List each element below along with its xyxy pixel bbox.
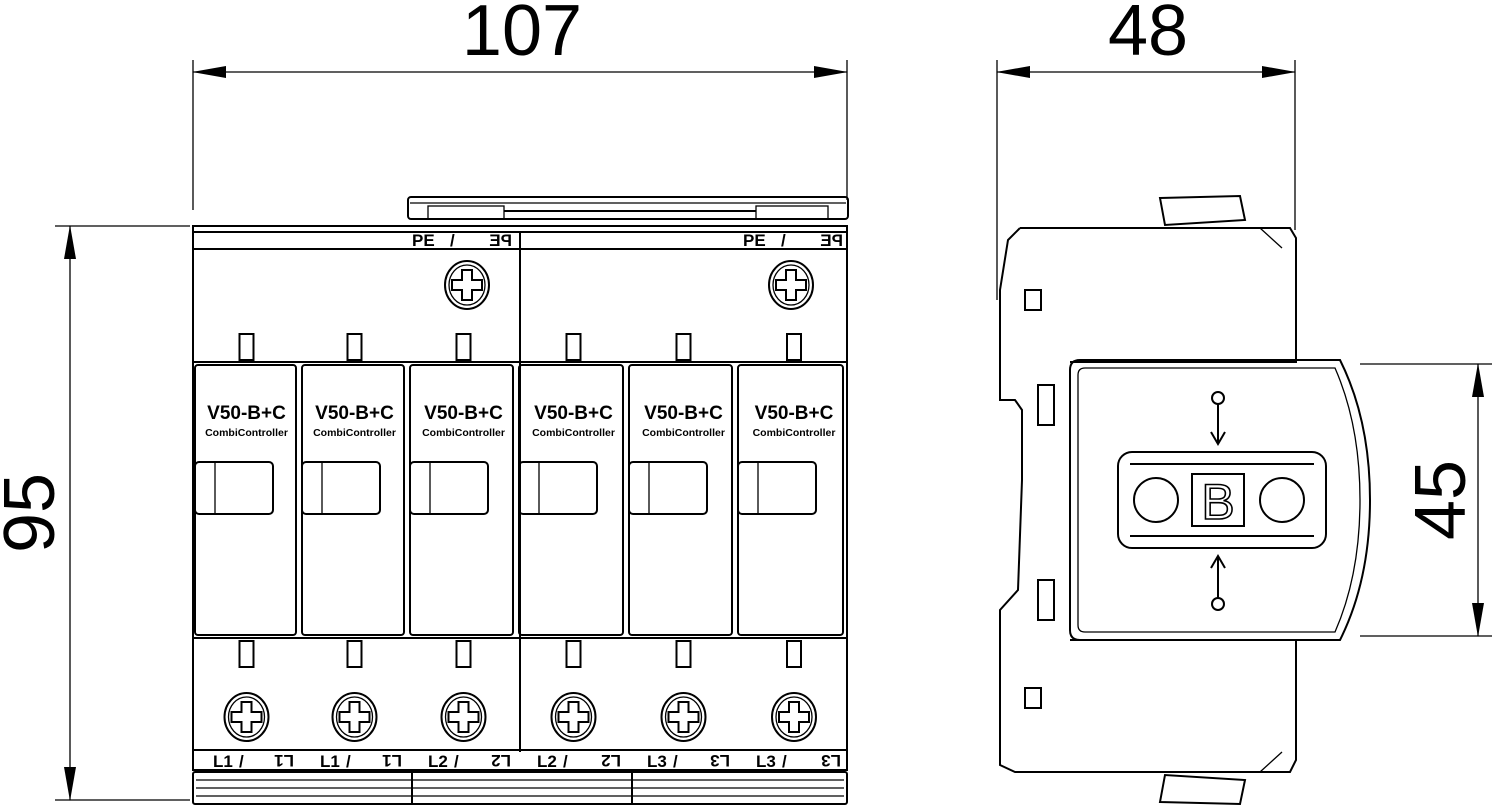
terminal-screw-icon	[660, 692, 707, 742]
svg-text:/: /	[673, 752, 678, 771]
svg-text:L3: L3	[647, 752, 667, 771]
pe-screws	[444, 260, 814, 310]
module-subtitle: CombiController	[422, 427, 505, 439]
svg-text:L2: L2	[491, 751, 511, 770]
svg-text:/: /	[346, 752, 351, 771]
terminal-label: L1 / L1	[320, 751, 402, 771]
module-name: V50-B+C	[207, 403, 286, 424]
svg-text:/: /	[781, 231, 786, 250]
svg-text:L2: L2	[601, 751, 621, 770]
terminal-screw-icon	[440, 692, 487, 742]
svg-text:L3: L3	[710, 751, 730, 770]
module-name: V50-B+C	[534, 403, 613, 424]
dimension-label-cover: 45	[1401, 460, 1481, 540]
svg-text:/: /	[782, 752, 787, 771]
bottom-rail	[192, 771, 848, 805]
terminal-label: L3 / L3	[756, 751, 841, 771]
terminal-label: L2 / L2	[537, 751, 621, 771]
module-handle[interactable]	[409, 461, 489, 515]
pe-screw-icon	[768, 260, 814, 310]
module-handle[interactable]	[628, 461, 708, 515]
svg-text:/: /	[450, 231, 455, 250]
front-view: PE / PE PE / PE V50-B+C CombiControllerL1…	[192, 196, 849, 805]
svg-text:L2: L2	[428, 752, 448, 771]
svg-text:L3: L3	[821, 751, 841, 770]
svg-text:/: /	[563, 752, 568, 771]
module-handle[interactable]	[737, 461, 817, 515]
svg-text:PE: PE	[820, 231, 843, 250]
badge-letter: B	[1201, 474, 1234, 530]
insert-arrow-icon	[1210, 391, 1226, 446]
module-name: V50-B+C	[424, 403, 503, 424]
left-hole	[1133, 477, 1179, 523]
module-name: V50-B+C	[755, 403, 834, 424]
module-subtitle: CombiController	[532, 427, 615, 439]
module-handle[interactable]	[518, 461, 598, 515]
dimension-label-depth: 48	[1108, 0, 1188, 71]
module-name: V50-B+C	[315, 403, 394, 424]
dimension-depth-48: 48	[996, 0, 1296, 300]
dimension-cover-45: 45	[1360, 363, 1492, 637]
right-hole	[1259, 477, 1305, 523]
top-clip	[1158, 194, 1247, 227]
bottom-clip	[1158, 773, 1247, 806]
terminal-label: L2 / L2	[428, 751, 511, 771]
dimension-width-107: 107	[192, 0, 848, 210]
pe-label-1: PE / PE	[412, 231, 512, 250]
svg-text:PE: PE	[743, 231, 766, 250]
pe-label-2: PE / PE	[743, 231, 843, 250]
dimension-label-width: 107	[462, 0, 582, 71]
module-handle[interactable]	[301, 461, 381, 515]
svg-text:L3: L3	[756, 752, 776, 771]
svg-text:/: /	[239, 752, 244, 771]
module-subtitle: CombiController	[642, 427, 725, 439]
svg-text:L2: L2	[537, 752, 557, 771]
terminal-label: L1 / L1	[213, 751, 294, 771]
remove-arrow-icon	[1210, 554, 1226, 611]
module-subtitle: CombiController	[753, 427, 836, 439]
svg-text:L1: L1	[274, 751, 294, 770]
terminal-screw-icon	[550, 692, 597, 742]
module-subtitle: CombiController	[205, 427, 288, 439]
front-cover	[1069, 359, 1372, 641]
terminal-screw-icon	[771, 692, 817, 742]
terminal-screw-icon	[223, 692, 270, 742]
badge-plate	[1117, 451, 1327, 549]
svg-text:L1: L1	[213, 752, 233, 771]
svg-text:PE: PE	[489, 231, 512, 250]
side-view: B	[999, 194, 1372, 806]
module-name: V50-B+C	[644, 403, 723, 424]
side-profile	[999, 227, 1297, 773]
svg-text:PE: PE	[412, 231, 435, 250]
svg-text:/: /	[454, 752, 459, 771]
svg-text:L1: L1	[382, 751, 402, 770]
svg-text:L1: L1	[320, 752, 340, 771]
terminal-label: L3 / L3	[647, 751, 730, 771]
terminal-screw-icon	[331, 692, 378, 742]
pe-screw-icon	[444, 260, 490, 310]
module-subtitle: CombiController	[313, 427, 396, 439]
module-handle[interactable]	[194, 461, 274, 515]
top-rail	[407, 196, 849, 220]
dimension-label-height: 95	[0, 473, 70, 553]
dimension-height-95: 95	[0, 225, 190, 801]
